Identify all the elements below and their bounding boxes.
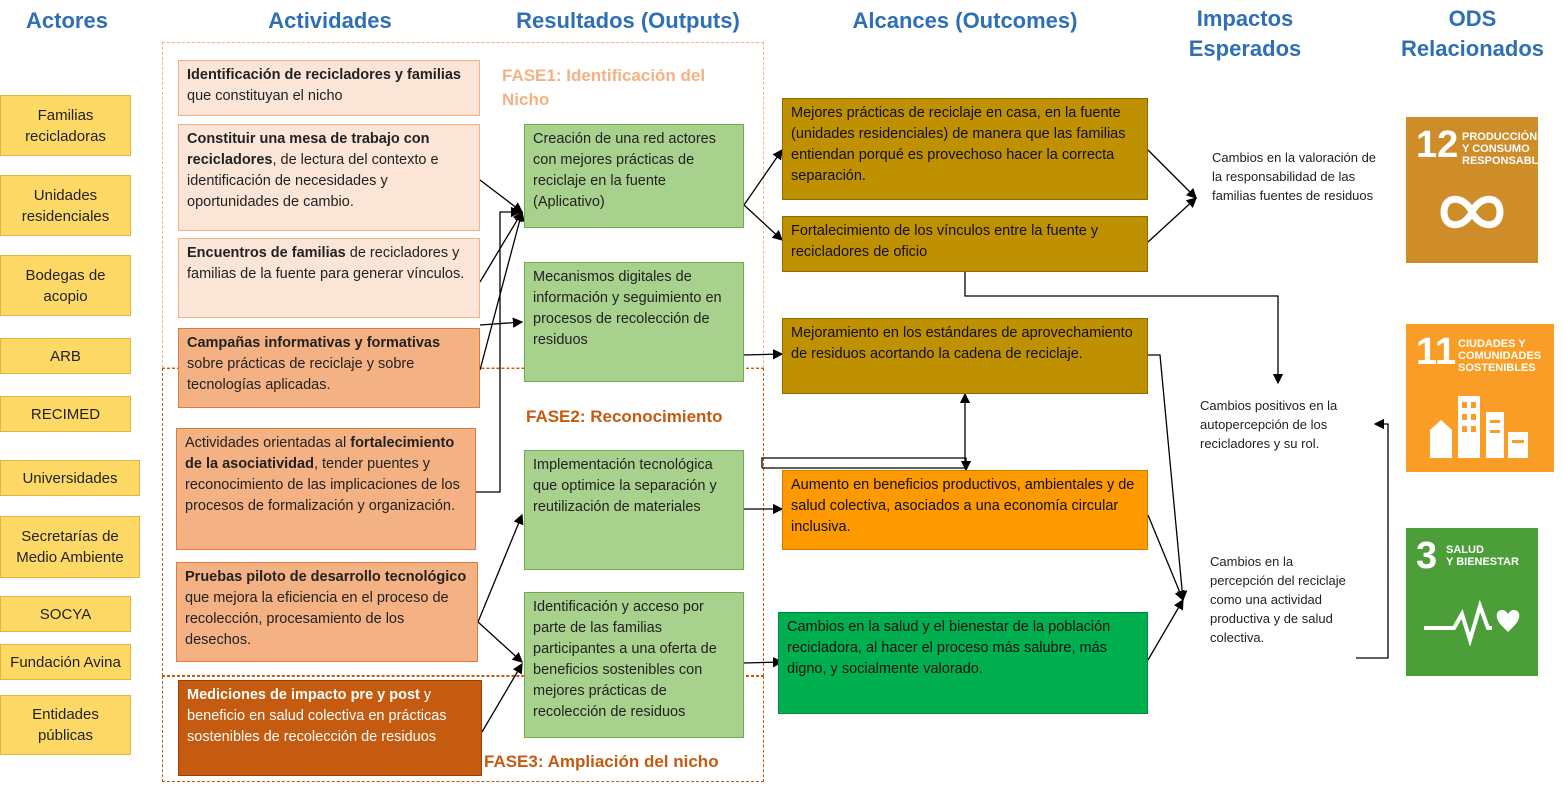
header-impactos: Impactos Esperados [1188,6,1302,61]
outcome-box: Mejoramiento en los estándares de aprove… [782,318,1148,394]
activity-text: que constituyan el nicho [187,88,343,104]
activity-box: Actividades orientadas al fortalecimient… [176,428,476,550]
actor-box: Entidades públicas [0,695,131,755]
activity-bold: Pruebas piloto de desarrollo tecnológico [185,569,467,585]
phase2-label: FASE2: Reconocimiento [526,407,723,426]
header-actividades: Actividades [268,8,392,33]
activity-box: Pruebas piloto de desarrollo tecnológico… [176,562,478,662]
activity-bold: Campañas informativas y formativas [187,335,441,351]
actor-box: Fundación Avina [0,644,131,680]
outcome-box: Mejores prácticas de reciclaje en casa, … [782,98,1148,200]
sdg-number: 12 [1416,124,1459,166]
header-alcances: Alcances (Outcomes) [852,8,1078,33]
outcome-box: Aumento en beneficios productivos, ambie… [782,470,1148,550]
header-ods: ODS Relacionados [1400,6,1545,61]
activity-text: y beneficio en salud colectiva en prácti… [187,687,447,745]
phase3-label: FASE3: Ampliación del nicho [484,752,719,771]
city-icon [1430,396,1528,458]
impact-text: Cambios positivos en la autopercepción d… [1200,398,1338,451]
activity-text: sobre prácticas de reciclaje y sobre tec… [187,356,415,393]
activity-box: Identificación de recicladores y familia… [178,60,480,116]
activity-text: que mejora la eficiencia en el proceso d… [185,590,449,648]
actor-box: Secretarías de Medio Ambiente [0,516,140,578]
output-box: Implementación tecnológica que optimice … [524,450,744,570]
sdg-number: 11 [1416,331,1457,373]
activity-bold: Encuentros de familias [187,245,346,261]
impact-text: Cambios en la valoración de la responsab… [1212,150,1377,203]
output-box: Creación de una red actores con mejores … [524,124,744,228]
heartbeat-icon [1424,599,1520,646]
actor-box: SOCYA [0,596,131,632]
activity-bold: Constituir una mesa de trabajo con recic… [187,131,430,168]
actor-box: ARB [0,338,131,374]
infinity-icon [1440,195,1504,229]
activity-box: Encuentros de familias de recicladores y… [178,238,480,318]
phase1-label: FASE1: Identificación del Nicho [502,66,706,109]
actor-box: RECIMED [0,396,131,432]
activity-box: Mediciones de impacto pre y post y benef… [178,680,482,776]
header-resultados: Resultados (Outputs) [516,8,740,33]
actor-box: Universidades [0,460,140,496]
phase3-frame [162,676,764,782]
activity-bold: Mediciones de impacto pre y post [187,687,420,703]
activity-text: , de lectura del contexto e identificaci… [187,152,439,210]
activity-text: Actividades orientadas al [185,435,351,451]
activity-bold: Identificación de recicladores y familia… [187,67,461,83]
activity-box: Campañas informativas y formativas sobre… [178,328,480,408]
outcome-box: Cambios en la salud y el bienestar de la… [778,612,1148,714]
activity-text: , tender puentes y reconocimiento de las… [185,456,460,514]
sdg-number: 3 [1416,535,1438,577]
activity-bold: fortalecimiento de la asociatividad [185,435,455,472]
output-box: Identificación y acceso por parte de las… [524,592,744,738]
output-box: Mecanismos digitales de información y se… [524,262,744,382]
actor-box: Unidades residenciales [0,175,131,236]
header-actores: Actores [26,8,108,33]
activity-box: Constituir una mesa de trabajo con recic… [178,124,480,231]
outcome-box: Fortalecimiento de los vínculos entre la… [782,216,1148,272]
actor-box: Familias recicladoras [0,95,131,156]
impact-text: Cambios en la percepción del reciclaje c… [1210,554,1346,645]
activity-text: de recicladores y familias de la fuente … [187,245,465,282]
actor-box: Bodegas de acopio [0,255,131,316]
